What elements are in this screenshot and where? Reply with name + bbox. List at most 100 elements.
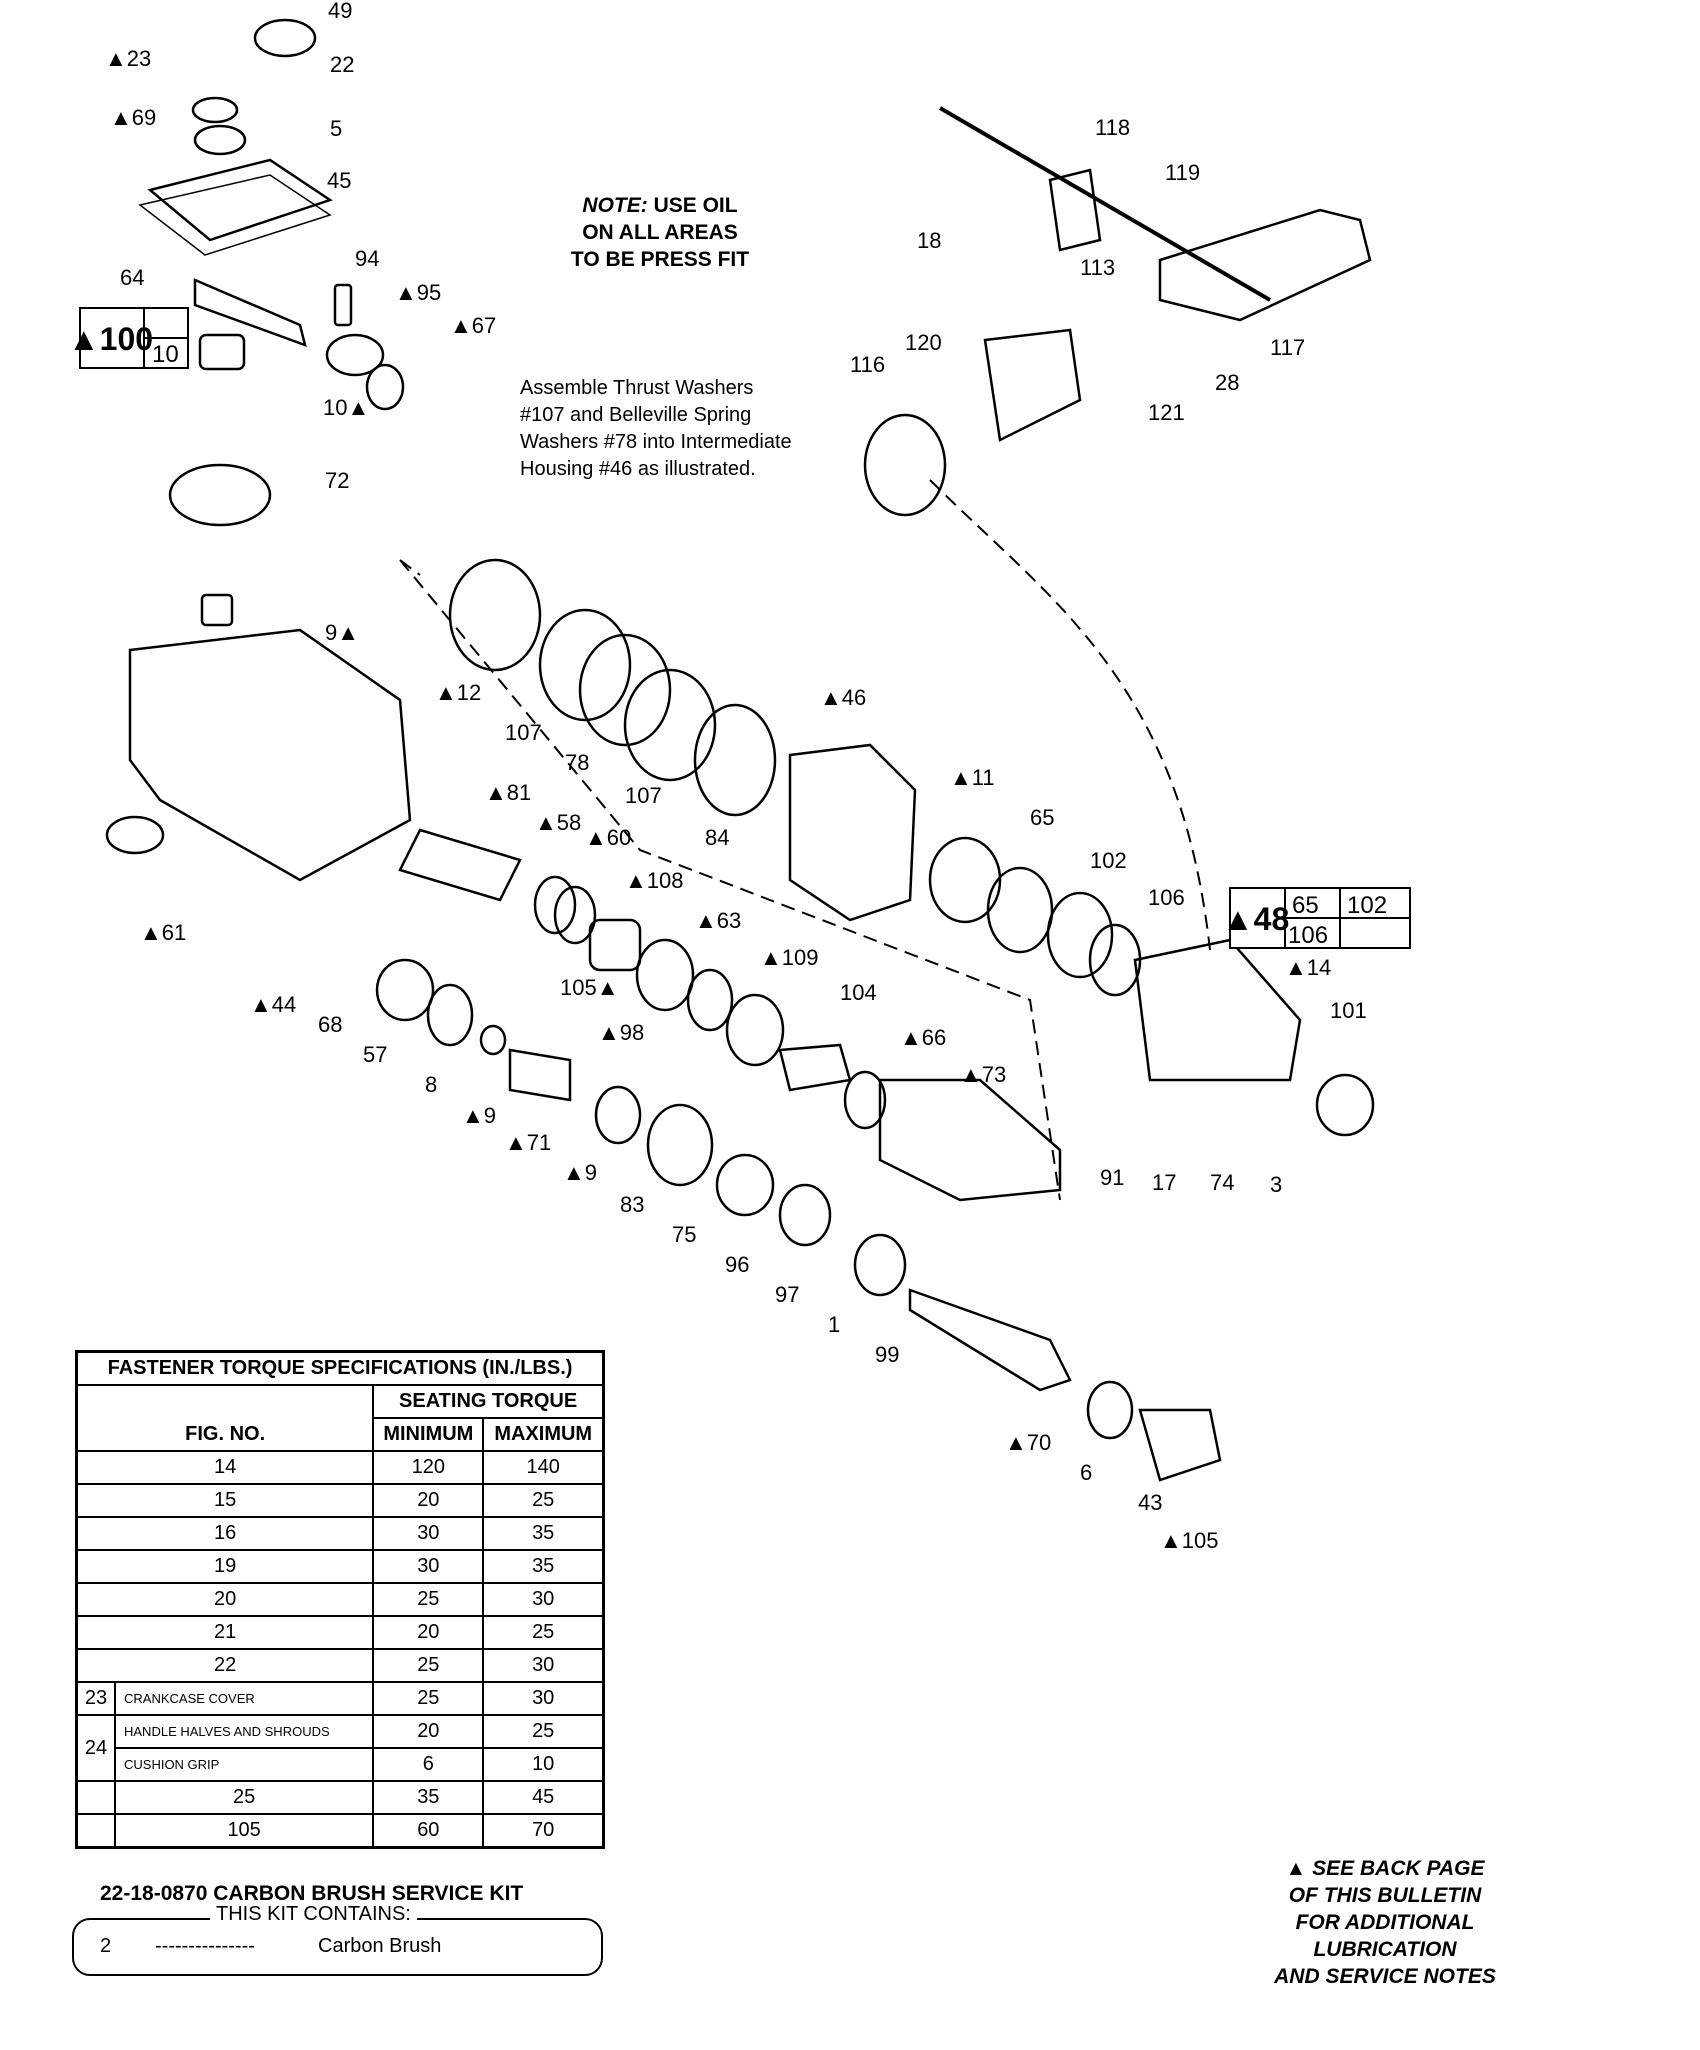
- part-108-washer: [635, 938, 695, 1012]
- kit-dash: ---------------: [155, 1935, 255, 1957]
- part-78-spring-washer-a: [578, 633, 672, 747]
- callout-14: ▲14: [1285, 955, 1331, 980]
- part-48-front-housing: [1133, 938, 1302, 1082]
- part-43-flange: [1138, 1408, 1222, 1482]
- torque-group-header: SEATING TORQUE: [372, 1384, 605, 1419]
- back-line1: ▲ SEE BACK PAGE: [1285, 1857, 1485, 1880]
- callout-78: 78: [565, 750, 589, 775]
- part-96-clutch: [715, 1153, 775, 1217]
- callout-63: ▲63: [695, 908, 741, 933]
- part-49-cap: [253, 18, 317, 58]
- callout-58: ▲58: [535, 810, 581, 835]
- callout-72: 72: [325, 468, 349, 493]
- part-66-oring: [843, 1070, 887, 1130]
- callout-91: 91: [1100, 1165, 1124, 1190]
- part-44-gear-case: [128, 628, 412, 882]
- callout-49: 49: [328, 0, 352, 23]
- col-max-header: MAXIMUM: [482, 1417, 605, 1452]
- callout-labels: 49 ▲23 22 ▲69 5 45 64 94 ▲95 ▲67 10▲ 72 …: [105, 0, 1367, 1553]
- part-60-oring: [553, 885, 597, 945]
- oil-note-line1: USE OIL: [653, 194, 738, 217]
- kit-title: 22-18-0870 CARBON BRUSH SERVICE KIT: [100, 1882, 524, 1905]
- callout-69: ▲69: [110, 105, 156, 130]
- part-58-ring: [533, 875, 577, 935]
- part-83-washer: [594, 1085, 642, 1145]
- callout-11: ▲11: [950, 765, 995, 790]
- callout-116: 116: [850, 352, 885, 377]
- assembly-dashed-path: [929, 479, 1211, 951]
- back-line4: LUBRICATION: [1313, 1938, 1457, 1961]
- callout-1: 1: [828, 1312, 840, 1337]
- callout-43: 43: [1138, 1490, 1162, 1515]
- part-107-washer-b: [693, 703, 777, 817]
- callout-97: 97: [775, 1282, 799, 1307]
- back-line2: OF THIS BULLETIN: [1288, 1884, 1482, 1907]
- kit-contains-label: THIS KIT CONTAINS:: [210, 1903, 417, 1926]
- oil-note-em: NOTE:: [582, 194, 648, 217]
- part-106-ring: [1088, 923, 1142, 997]
- callout-22: 22: [330, 52, 354, 77]
- callout-120: 120: [905, 330, 942, 355]
- back-line5: AND SERVICE NOTES: [1274, 1965, 1496, 1988]
- part-102-seal: [1046, 891, 1114, 979]
- callout-17: 17: [1152, 1170, 1176, 1195]
- part-65-oring: [986, 866, 1054, 954]
- callout-46: ▲46: [820, 685, 866, 710]
- part-78-spring-washer-b: [623, 668, 717, 782]
- callout-95: ▲95: [395, 280, 441, 305]
- part-116-band: [863, 413, 947, 517]
- part-71-pinion: [508, 1048, 572, 1102]
- col-min-header: MINIMUM: [372, 1417, 485, 1452]
- torque-table-title: FASTENER TORQUE SPECIFICATIONS (IN./LBS.…: [75, 1350, 605, 1386]
- kit100-sub: 10: [152, 341, 179, 368]
- callout-6: 6: [1080, 1460, 1092, 1485]
- kit48-a: 65: [1292, 892, 1319, 919]
- part-117-handle: [1158, 208, 1372, 322]
- part-100-connecting-rod: [193, 278, 307, 347]
- callout-99: 99: [875, 1342, 899, 1367]
- part-73-gear-spindle: [878, 1078, 1062, 1202]
- part-64-gasket: [138, 174, 332, 256]
- back-line3: FOR ADDITIONAL: [1295, 1911, 1475, 1934]
- assembly-note: Assemble Thrust Washers #107 and Bellevi…: [520, 375, 850, 483]
- callout-105b: ▲105: [1160, 1528, 1218, 1553]
- oil-note: NOTE: USE OIL ON ALL AREAS TO BE PRESS F…: [520, 192, 800, 273]
- part-107-washer: [538, 608, 632, 722]
- callout-117: 117: [1270, 335, 1305, 360]
- callout-57: 57: [363, 1042, 387, 1067]
- callout-5: 5: [330, 116, 342, 141]
- callout-73: ▲73: [960, 1062, 1006, 1087]
- part-97-gear: [778, 1183, 832, 1247]
- oil-note-line2: ON ALL AREAS: [582, 221, 738, 244]
- callout-96: 96: [725, 1252, 749, 1277]
- callout-9a: 9▲: [325, 620, 359, 645]
- part-45-crankcase-cover: [147, 158, 333, 242]
- callout-61: ▲61: [140, 920, 186, 945]
- part-95-piston: [325, 333, 385, 377]
- callout-83: 83: [620, 1192, 644, 1217]
- callout-106: 106: [1148, 885, 1185, 910]
- callout-9c: ▲9: [563, 1160, 597, 1185]
- kit100-big: ▲100: [68, 321, 153, 357]
- part-98-striker: [588, 918, 642, 972]
- part-10-needle-bearing: [198, 333, 246, 371]
- callout-109: ▲109: [760, 945, 818, 970]
- part-121-handle-clamp: [983, 328, 1082, 442]
- assembly-line3: Washers #78 into Intermediate: [520, 431, 792, 453]
- part-63-ring: [686, 968, 734, 1032]
- callout-68: 68: [318, 1012, 342, 1037]
- part-94-pin: [333, 283, 353, 327]
- part-9-bearing-b: [479, 1024, 507, 1056]
- callout-94: 94: [355, 246, 379, 271]
- part-101-cap: [1315, 1073, 1375, 1137]
- callout-67: ▲67: [450, 313, 496, 338]
- callout-28: 28: [1215, 370, 1239, 395]
